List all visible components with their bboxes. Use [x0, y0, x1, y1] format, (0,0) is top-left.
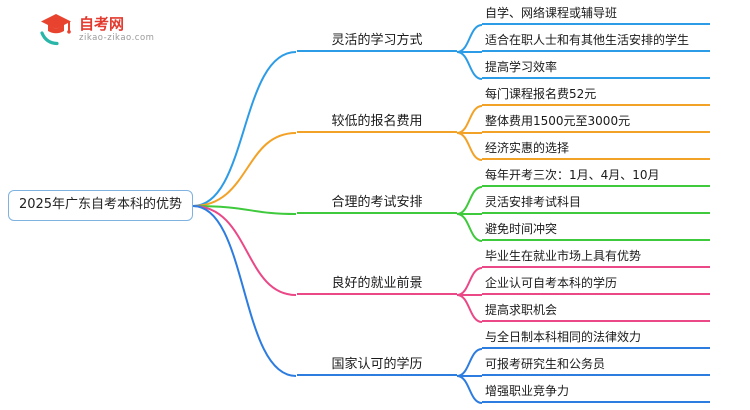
branch-leaf-connectors-4 — [456, 267, 483, 323]
leaf-node: 提高求职机会 — [482, 302, 710, 322]
logo-title: 自考网 — [79, 14, 125, 33]
logo-text: 自考网 zikao-zikao.com — [79, 15, 154, 44]
branch-node-exam-schedule: 合理的考试安排 — [297, 194, 457, 214]
leaf-node: 企业认可自考本科的学历 — [482, 275, 710, 295]
branch-leaf-connectors-1 — [456, 24, 483, 80]
leaf-node: 灵活安排考试科目 — [482, 194, 710, 214]
branch-node-job-prospects: 良好的就业前景 — [297, 275, 457, 295]
leaf-node: 整体费用1500元至3000元 — [482, 113, 710, 133]
leaf-node: 提高学习效率 — [482, 59, 710, 79]
leaf-node: 与全日制本科相同的法律效力 — [482, 329, 710, 349]
branch-node-flexible-learning: 灵活的学习方式 — [297, 32, 457, 52]
branch-node-recognized-degree: 国家认可的学历 — [297, 356, 457, 376]
branch-leaf-connectors-2 — [456, 105, 483, 161]
leaf-node: 每年开考三次：1月、4月、10月 — [482, 167, 710, 187]
logo-domain: zikao-zikao.com — [79, 32, 155, 43]
branch-leaf-connectors-5 — [456, 348, 483, 404]
leaf-node: 经济实惠的选择 — [482, 140, 710, 160]
branch-node-low-fees: 较低的报名费用 — [297, 113, 457, 133]
leaf-node: 适合在职人士和有其他生活安排的学生 — [482, 32, 710, 52]
leaf-node: 毕业生在就业市场上具有优势 — [482, 248, 710, 268]
leaf-node: 每门课程报名费52元 — [482, 86, 710, 106]
mindmap-root-node: 2025年广东自考本科的优势 — [8, 190, 193, 221]
leaf-node: 可报考研究生和公务员 — [482, 356, 710, 376]
branch-leaf-connectors-3 — [456, 186, 483, 242]
leaf-node: 增强职业竞争力 — [482, 383, 710, 403]
graduation-cap-icon — [40, 14, 71, 46]
leaf-node: 避免时间冲突 — [482, 221, 710, 241]
root-branch-connectors — [192, 51, 297, 377]
site-logo: 自考网 zikao-zikao.com — [38, 10, 154, 48]
leaf-node: 自学、网络课程或辅导班 — [482, 5, 710, 25]
